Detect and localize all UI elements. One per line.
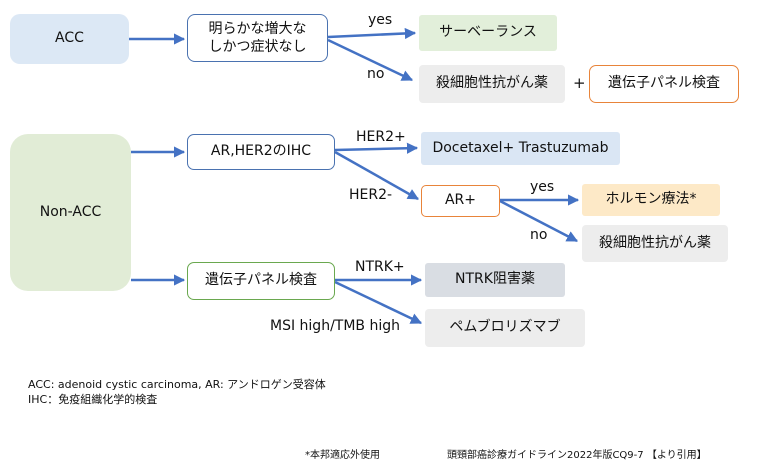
gene-panel-box: 遺伝子パネル検査 bbox=[187, 262, 335, 300]
non-acc-box: Non-ACC bbox=[10, 134, 131, 291]
ntrk-inhibitor-box: NTRK阻害薬 bbox=[425, 263, 565, 297]
off-label-note: *本邦適応外使用 bbox=[305, 450, 380, 461]
chemo-2-label: 殺細胞性抗がん薬 bbox=[599, 234, 711, 251]
plus-sign: + bbox=[573, 74, 586, 92]
arrow-to-ar-plus bbox=[334, 150, 419, 201]
edge-label-no-1: no bbox=[367, 66, 385, 82]
docetaxel-label: Docetaxel+ Trastuzumab bbox=[432, 139, 609, 156]
acc-label: ACC bbox=[55, 30, 84, 47]
arrow-to-chemo-2 bbox=[499, 199, 578, 243]
chemo-1-box: 殺細胞性抗がん薬 bbox=[419, 65, 565, 103]
ntrk-inhibitor-label: NTRK阻害薬 bbox=[455, 271, 535, 288]
arrow-to-pembrolizumab bbox=[334, 280, 423, 325]
arrow-to-surveillance bbox=[327, 27, 417, 40]
hormone-label: ホルモン療法* bbox=[605, 191, 697, 208]
non-acc-label: Non-ACC bbox=[39, 203, 102, 220]
docetaxel-box: Docetaxel+ Trastuzumab bbox=[421, 132, 620, 165]
no-enlarge-box: 明らかな増大な しかつ症状なし bbox=[187, 14, 328, 62]
pembrolizumab-label: ペムブロリズマブ bbox=[449, 319, 561, 336]
surveillance-label: サーベーランス bbox=[439, 24, 537, 41]
gene-panel-label: 遺伝子パネル検査 bbox=[205, 272, 317, 289]
ar-plus-label: AR+ bbox=[444, 192, 477, 209]
gene-panel-outcome-box: 遺伝子パネル検査 bbox=[589, 65, 739, 103]
no-enlarge-line-2: しかつ症状なし bbox=[208, 39, 307, 55]
ar-plus-box: AR+ bbox=[421, 185, 500, 217]
pembrolizumab-box: ペムブロリズマブ bbox=[425, 309, 585, 347]
edge-label-no-2: no bbox=[530, 227, 548, 243]
edge-label-yes-1: yes bbox=[368, 12, 393, 28]
chemo-1-label: 殺細胞性抗がん薬 bbox=[436, 75, 548, 92]
abbrev-note-2: IHC：免疫組織化学的検査 bbox=[28, 393, 158, 406]
chemo-2-box: 殺細胞性抗がん薬 bbox=[582, 225, 728, 262]
edge-label-her2-minus: HER2- bbox=[349, 187, 393, 203]
edge-label-ntrk-plus: NTRK+ bbox=[355, 259, 405, 275]
edge-label-her2-plus: HER2+ bbox=[356, 129, 406, 145]
edge-label-msi-high: MSI high/TMB high bbox=[270, 318, 400, 334]
gene-panel-outcome-label: 遺伝子パネル検査 bbox=[608, 75, 720, 92]
source-note: 頭頸部癌診療ガイドライン2022年版CQ9-7 【より引用】 bbox=[447, 450, 707, 461]
acc-box: ACC bbox=[10, 14, 129, 64]
ar-her2-ihc-label: AR,HER2のIHC bbox=[210, 143, 312, 160]
ar-her2-ihc-box: AR,HER2のIHC bbox=[187, 134, 335, 170]
no-enlarge-line-1: 明らかな増大な bbox=[208, 20, 307, 37]
arrow-to-docetaxel bbox=[334, 142, 419, 154]
abbrev-note-1: ACC: adenoid cystic carcinoma, AR: アンドロゲ… bbox=[28, 378, 326, 391]
surveillance-box: サーベーランス bbox=[419, 15, 557, 51]
edge-label-yes-2: yes bbox=[530, 179, 555, 195]
hormone-box: ホルモン療法* bbox=[582, 184, 720, 216]
arrow-to-chemo-1 bbox=[327, 38, 414, 82]
